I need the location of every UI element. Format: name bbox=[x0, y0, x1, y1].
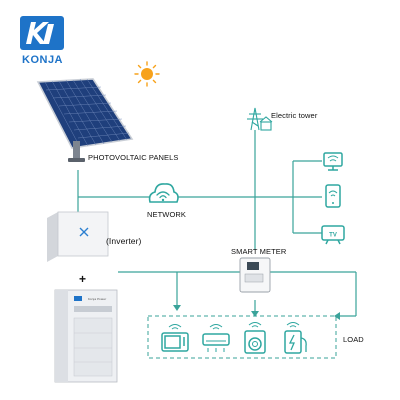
load-box bbox=[147, 315, 337, 359]
load-label: LOAD bbox=[343, 335, 364, 344]
monitor-icon bbox=[323, 152, 343, 171]
arrowheads bbox=[173, 305, 340, 320]
electric-tower-icon bbox=[247, 107, 273, 131]
connection-lines bbox=[77, 130, 357, 317]
solar-panel bbox=[36, 78, 134, 162]
brand-logo-mark bbox=[20, 16, 64, 50]
tv-icon-label: TV bbox=[329, 233, 337, 239]
wifi-cloud-icon bbox=[148, 183, 179, 203]
smart-meter-device bbox=[239, 257, 271, 293]
brand-name: KONJA bbox=[22, 54, 64, 66]
air-conditioner-icon bbox=[202, 324, 230, 352]
tv-icon bbox=[321, 225, 345, 245]
washing-machine-icon bbox=[244, 322, 266, 354]
electric-tower-label: Electric tower bbox=[271, 111, 318, 120]
microwave-icon bbox=[161, 324, 189, 352]
network-label: NETWORK bbox=[147, 210, 187, 219]
battery-brand-text: Konja Power bbox=[88, 297, 107, 301]
smartphone-icon bbox=[325, 184, 341, 208]
pv-panels-label: PHOTOVOLTAIC PANELS bbox=[88, 153, 179, 162]
battery-cabinet: Konja Power bbox=[54, 289, 118, 383]
sun-icon bbox=[134, 61, 160, 87]
inverter-label: (Inverter) bbox=[106, 236, 142, 246]
plus-sign: + bbox=[79, 272, 87, 286]
smart-meter-label: SMART METER bbox=[231, 247, 287, 256]
brand-logo bbox=[18, 14, 70, 54]
inverter-unit bbox=[47, 211, 109, 262]
ev-charger-icon bbox=[284, 322, 307, 354]
